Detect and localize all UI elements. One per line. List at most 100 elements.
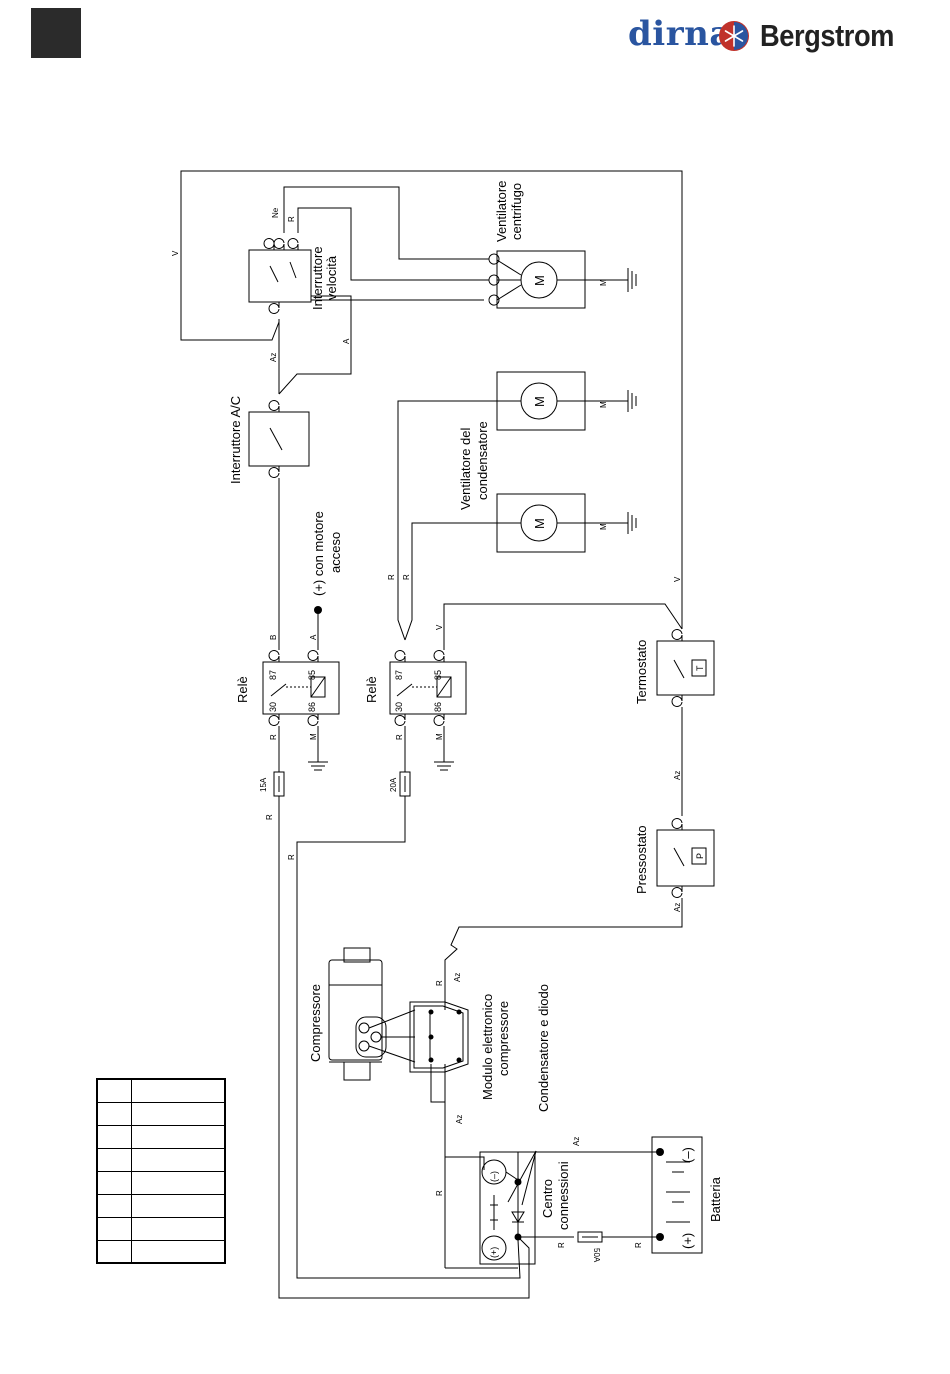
label-centro-2: connessioni [556,1161,571,1230]
relay2-pin-30: 30 [394,702,404,712]
wire-code-r-6: R [265,814,274,820]
relay-1-box [262,661,340,715]
condenser-motor-1-symbol: M [532,396,547,407]
relay1-pin-86: 86 [307,702,317,712]
wire-code-ne: Ne [271,207,280,218]
wire-code-az-6: Az [572,1137,581,1146]
wire-code-az-3: Az [673,903,682,912]
label-termostato: Termostato [634,640,649,704]
wire-r-blower [297,207,489,281]
legend-row [98,1148,224,1149]
wire-code-m-1: M [599,279,608,286]
connection-center-box [479,1151,536,1265]
compressor-top [343,947,371,963]
pressostat-box [656,829,715,887]
wire-code-az-5: Az [455,1115,464,1124]
label-centro-1: Centro [540,1179,555,1218]
snowflake-globe-icon [719,21,749,51]
battery-plus: (+) [680,1233,695,1249]
wire-code-az-1: Az [269,353,278,362]
wire-code-m-5: M [435,733,444,740]
label-modulo-2: compressore [496,1001,511,1076]
legend-row [98,1217,224,1218]
label-interruttore-velocita-2: velocità [324,255,339,300]
logo-text-dirna: dirna [628,14,732,54]
wire-code-r-1: R [287,216,296,222]
wire-code-a-2: A [309,634,318,640]
wire-ne [283,186,489,260]
wire-r-cond1 [397,400,497,641]
battery-minus: (–) [680,1147,695,1163]
label-ventilatore-condensatore-2: condensatore [475,421,490,500]
label-ventilatore-condensatore-1: Ventilatore del [458,427,473,510]
label-motore-acceso-1: (+) con motore [311,511,326,596]
legend-row [98,1125,224,1126]
wire-code-m-2: M [599,401,608,408]
label-interruttore-ac: Interruttore A/C [228,396,243,484]
wire-code-r-10: R [557,1242,566,1248]
relay-2-box [389,661,467,715]
wire-code-m-3: M [599,523,608,530]
legend-row [98,1171,224,1172]
wire-code-r-2: R [387,574,396,580]
center-minus: (–) [489,1171,499,1182]
wire-code-az-2: Az [673,771,682,780]
wire-code-v-1: V [171,250,180,256]
label-ventilatore-centrifugo-2: centrifugo [509,183,524,240]
speed-switch-box [248,249,312,303]
label-modulo-1: Modulo elettronico [480,994,495,1100]
relay1-pin-87: 87 [268,670,278,680]
label-rele-1: Relè [235,676,250,703]
wire-code-r-5: R [395,734,404,740]
label-condensatore-diodo: Condensatore e diodo [536,984,551,1112]
legend-row [98,1102,224,1103]
thermostat-box [656,640,715,696]
center-plus: (+) [489,1247,499,1258]
thermostat-symbol: T [695,665,705,671]
wire-code-m-4: M [309,733,318,740]
fuse-50a-label: 50A [592,1248,601,1263]
logo-text-bergstrom: Bergstrom [760,18,894,53]
ac-switch-box [248,411,310,467]
company-logo: dirna Bergstrom [628,8,908,60]
legend-table [96,1078,226,1264]
relay2-pin-85: 85 [433,670,443,680]
pressure-symbol: P [695,853,705,859]
wire-code-r-4: R [269,734,278,740]
label-compressore: Compressore [308,984,323,1062]
compressor-module-outline [409,1001,469,1073]
wire-az-battery [517,1151,660,1180]
relay2-pin-86: 86 [433,702,443,712]
legend-row [98,1194,224,1195]
label-interruttore-velocita-1: Interruttore [310,246,325,310]
wire-code-r-7: R [287,854,296,860]
label-ventilatore-centrifugo-1: Ventilatore [494,181,509,242]
wire-code-r-9: R [435,1190,444,1196]
wire-r-15a [278,796,530,1299]
compressor-body [328,959,383,1061]
wire-code-v-3: V [435,624,444,630]
wire-code-az-4: Az [453,973,462,982]
label-pressostato: Pressostato [634,825,649,894]
page-corner-tab [31,8,81,58]
wire-r-20a [296,796,521,1279]
wire-code-v-2: V [673,576,682,582]
wire-r-cond2 [404,522,497,641]
label-batteria: Batteria [708,1176,723,1222]
legend-row [98,1240,224,1241]
relay1-pin-30: 30 [268,702,278,712]
relay1-pin-85: 85 [307,670,317,680]
blower-motor-symbol: M [532,275,547,286]
relay2-pin-87: 87 [394,670,404,680]
wire-v-thermostat [443,603,683,650]
condenser-motor-2-symbol: M [532,518,547,529]
wire-a-speed [278,295,352,395]
wire-code-a-1: A [342,338,351,344]
wire-code-b: B [269,635,278,640]
wire-code-r-8: R [435,980,444,986]
label-rele-2: Relè [364,676,379,703]
label-motore-acceso-2: acceso [328,532,343,573]
wire-v-outer-loop [180,170,683,629]
wire-az-pressostat [444,898,683,1010]
wire-code-r-3: R [402,574,411,580]
